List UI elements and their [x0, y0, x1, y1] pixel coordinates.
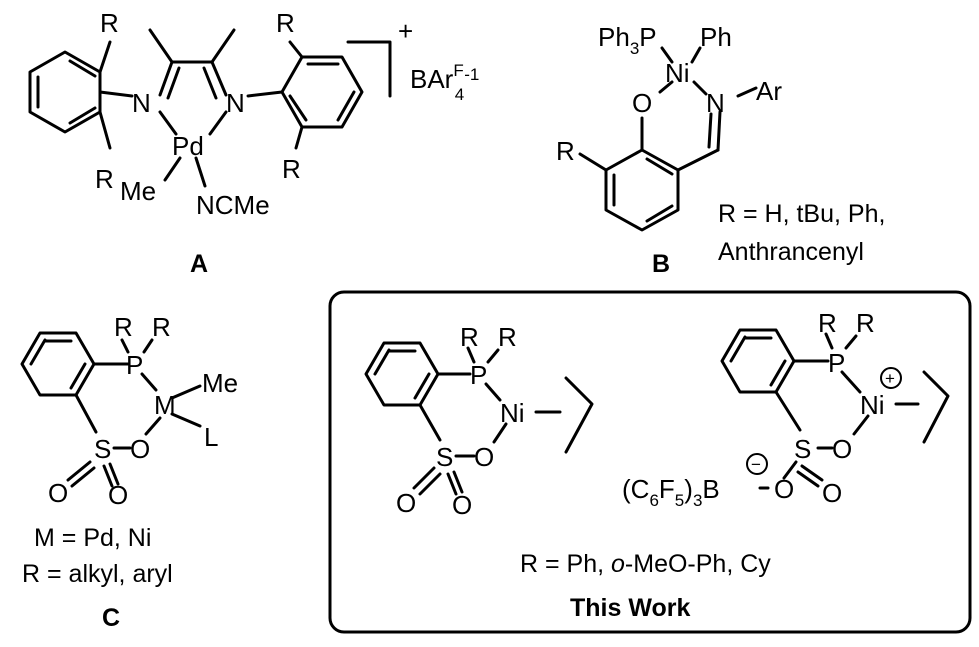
compound-a-r4: R [282, 154, 301, 184]
compound-a-charge: + [398, 16, 413, 46]
this-work-left-ni: Ni [500, 398, 525, 428]
compound-c-label: C [102, 604, 120, 632]
compound-c-me: Me [202, 368, 238, 398]
this-work-left-r2: R [498, 322, 517, 352]
this-work-left-allyl [564, 376, 594, 454]
compound-b-label: B [652, 250, 670, 278]
compound-a-n-left: N [132, 88, 151, 118]
this-work-left-s: S [436, 442, 453, 472]
this-work-right-o2: O [774, 474, 794, 504]
compound-a-r3: R [276, 8, 295, 38]
this-work-right-o1: O [822, 478, 842, 508]
compound-a-r2: R [95, 164, 114, 194]
compound-a-me: Me [120, 176, 156, 206]
compound-a-pd: Pd [172, 131, 204, 161]
this-work-right-plus: + [885, 369, 895, 388]
this-work-right-p: P [828, 348, 845, 378]
this-work-right-catalyst: R R P Ni + O S O − O (C6F5)3B [622, 308, 950, 510]
this-work-right-allyl [922, 370, 950, 444]
compound-c-r2: R [152, 312, 171, 342]
compound-b: Ph3P Ph Ni O N Ar R R = H, tBu, Ph, Anth… [556, 22, 885, 278]
compound-c-m-def: M = Pd, Ni [34, 524, 151, 552]
compound-a-n-right: N [226, 88, 245, 118]
compound-b-ar: Ar [756, 76, 782, 106]
compound-b-r-def-line1: R = H, tBu, Ph, [718, 200, 885, 228]
compound-c: R R P M Me L O S O O M = Pd, Ni R = alky… [20, 312, 238, 632]
compound-b-ph: Ph [700, 22, 732, 52]
compound-a-ncme: NCMe [196, 190, 270, 220]
compound-c-l: L [204, 422, 218, 452]
this-work-right-cation-circle [880, 367, 902, 389]
this-work-right-o-bridge: O [832, 434, 852, 464]
this-work-right-r1: R [818, 308, 837, 338]
compound-c-m: M [154, 390, 176, 420]
compound-a-bracket [346, 40, 392, 98]
compound-c-p: P [126, 350, 143, 380]
compound-b-n: N [706, 88, 725, 118]
compound-c-o2: O [108, 480, 128, 510]
compound-c-s: S [94, 434, 111, 464]
this-work-title: This Work [570, 594, 690, 622]
compound-a-label: A [190, 250, 208, 278]
this-work-left-o1: O [396, 488, 416, 518]
compound-a-right-ring [280, 55, 364, 129]
compound-b-ph3p: Ph3P [598, 22, 657, 58]
compound-a-left-ring [28, 50, 102, 134]
this-work-left-o2: O [452, 490, 472, 520]
this-work-right-minus: − [751, 455, 761, 474]
compound-b-o: O [632, 88, 652, 118]
this-work-right-anion-circle [746, 453, 768, 475]
compound-b-ring [604, 148, 680, 232]
compound-b-r-def-line2: Anthrancenyl [718, 238, 864, 266]
this-work-left-r1: R [460, 322, 479, 352]
this-work-left-o-bridge: O [474, 442, 494, 472]
compound-c-o-bridge: O [130, 434, 150, 464]
compound-b-r: R [556, 136, 575, 166]
this-work-left-p: P [470, 360, 487, 390]
compound-c-r-def: R = alkyl, aryl [22, 560, 173, 588]
this-work-right-ni: Ni [860, 390, 885, 420]
compound-a-r1: R [100, 8, 119, 38]
compound-b-ni: Ni [665, 58, 690, 88]
this-work-right-s: S [794, 434, 811, 464]
compound-c-o1: O [48, 478, 68, 508]
this-work-box [328, 290, 972, 634]
this-work-r-def: R = Ph, o-MeO-Ph, Cy [520, 550, 771, 578]
compound-c-r1: R [114, 312, 133, 342]
this-work-right-r2: R [856, 308, 875, 338]
this-work-right-borane: (C6F5)3B [622, 474, 720, 510]
this-work-left-catalyst: R R P Ni O S O O [364, 322, 594, 520]
